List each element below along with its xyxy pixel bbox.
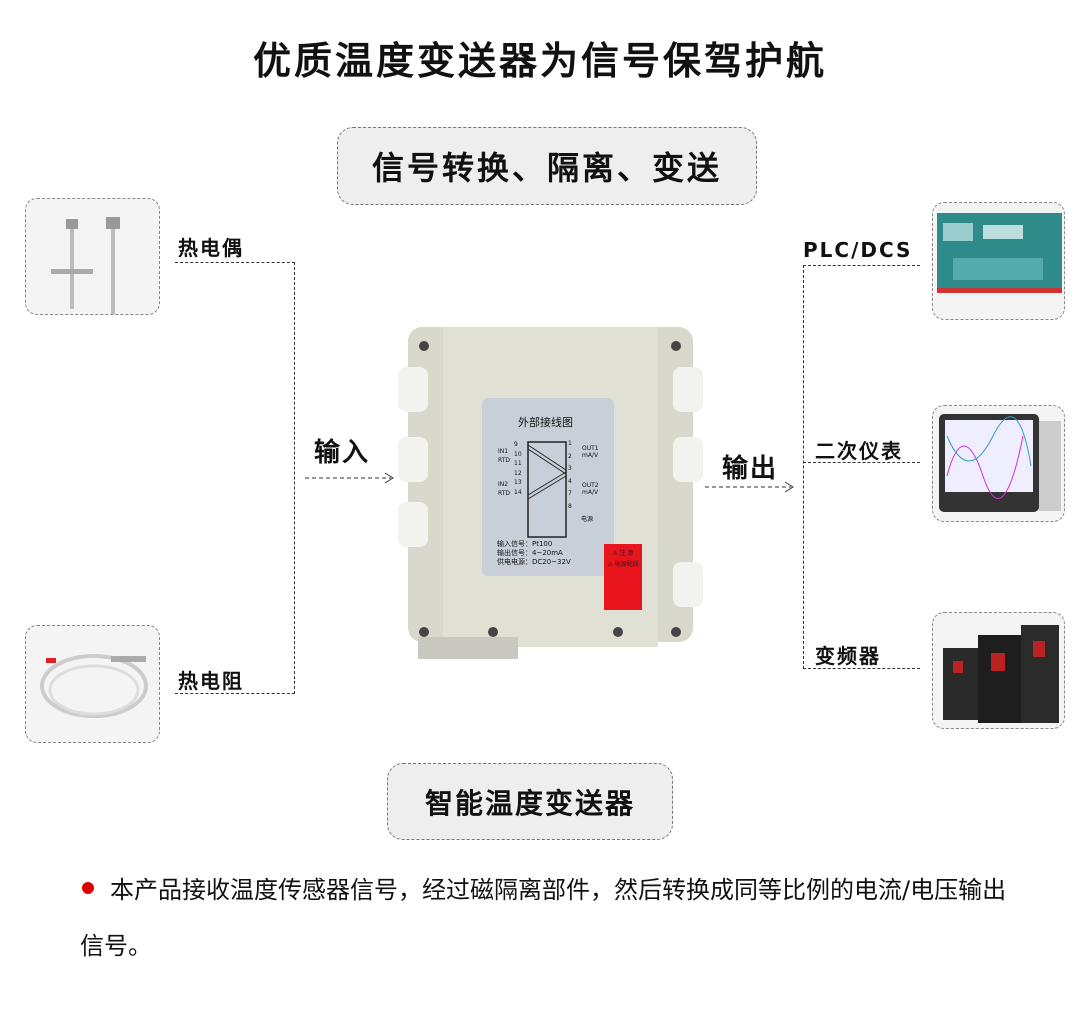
output-label: 输出 bbox=[722, 454, 779, 484]
terminal: 3 bbox=[568, 465, 572, 472]
terminal: 7 bbox=[568, 490, 572, 497]
wiring-diagram-title: 外部接线图 bbox=[518, 416, 573, 429]
connector-line bbox=[294, 262, 295, 694]
terminal: 8 bbox=[568, 502, 572, 510]
rtd-text: RTD bbox=[498, 457, 511, 464]
product-description: 本产品接收温度传感器信号，经过磁隔离部件，然后转换成同等比例的电流/电压输出信号… bbox=[80, 876, 1007, 960]
input-arrow-icon bbox=[305, 472, 394, 484]
temperature-transmitter-device bbox=[398, 327, 703, 659]
terminal: 11 bbox=[514, 460, 522, 467]
input-label-thermocouple: 热电偶 bbox=[178, 236, 244, 260]
right-terminals: 1 2 3 4 7 8 bbox=[568, 438, 572, 513]
connector-line bbox=[803, 668, 920, 669]
warning-text: ⚠ 注 意 bbox=[612, 550, 634, 557]
in1-text: IN1 bbox=[498, 448, 509, 455]
unit-text: mA/V bbox=[582, 489, 599, 496]
connector-line bbox=[803, 265, 920, 266]
connector-line bbox=[803, 265, 804, 669]
connector-line bbox=[175, 693, 295, 694]
output-label-recorder: 二次仪表 bbox=[815, 439, 903, 463]
power-label: 电源 bbox=[581, 516, 594, 523]
spec-power: 供电电源：DC20~32V bbox=[497, 558, 571, 566]
connector-line bbox=[175, 262, 295, 263]
terminal: 4 bbox=[568, 477, 572, 485]
plc-dcs-image bbox=[932, 202, 1065, 320]
rtd-image bbox=[25, 625, 160, 743]
input-label: 输入 bbox=[314, 438, 371, 468]
output-arrow-icon bbox=[705, 481, 794, 493]
thermocouple-image bbox=[25, 198, 160, 315]
terminal: 12 bbox=[514, 469, 522, 477]
warning-sticker: ⚠ 注 意 ⚠ 电源配线 bbox=[605, 548, 641, 570]
page-title: 优质温度变送器为信号保驾护航 bbox=[252, 39, 827, 83]
out2-text: OUT2 bbox=[582, 482, 599, 489]
inverter-image bbox=[932, 612, 1065, 729]
spec-output: 输出信号：4~20mA bbox=[497, 549, 563, 557]
spec-input: 输入信号：Pt100 bbox=[497, 540, 553, 548]
terminal: 2 bbox=[568, 452, 572, 460]
terminal: 1 bbox=[568, 440, 572, 447]
bullet-icon bbox=[82, 882, 94, 894]
product-name-box: 智能温度变送器 bbox=[387, 763, 673, 840]
rtd-text: RTD bbox=[498, 490, 511, 497]
out1-text: OUT1 bbox=[582, 445, 599, 452]
connector-line bbox=[803, 462, 920, 463]
recorder-image bbox=[932, 405, 1065, 522]
terminal: 13 bbox=[514, 479, 522, 486]
output-label-inverter: 变频器 bbox=[815, 644, 881, 668]
in2-text: IN2 bbox=[498, 481, 509, 488]
output-label-plc: PLC/DCS bbox=[803, 238, 913, 262]
terminal: 14 bbox=[514, 488, 522, 496]
warning-text: ⚠ 电源配线 bbox=[607, 561, 639, 568]
left-terminals: 9 10 11 12 13 14 bbox=[514, 440, 522, 497]
terminal: 10 bbox=[514, 450, 522, 458]
input-label-rtd: 热电阻 bbox=[178, 669, 244, 693]
subtitle-box: 信号转换、隔离、变送 bbox=[337, 127, 757, 205]
unit-text: mA/V bbox=[582, 452, 599, 459]
terminal: 9 bbox=[514, 441, 518, 448]
